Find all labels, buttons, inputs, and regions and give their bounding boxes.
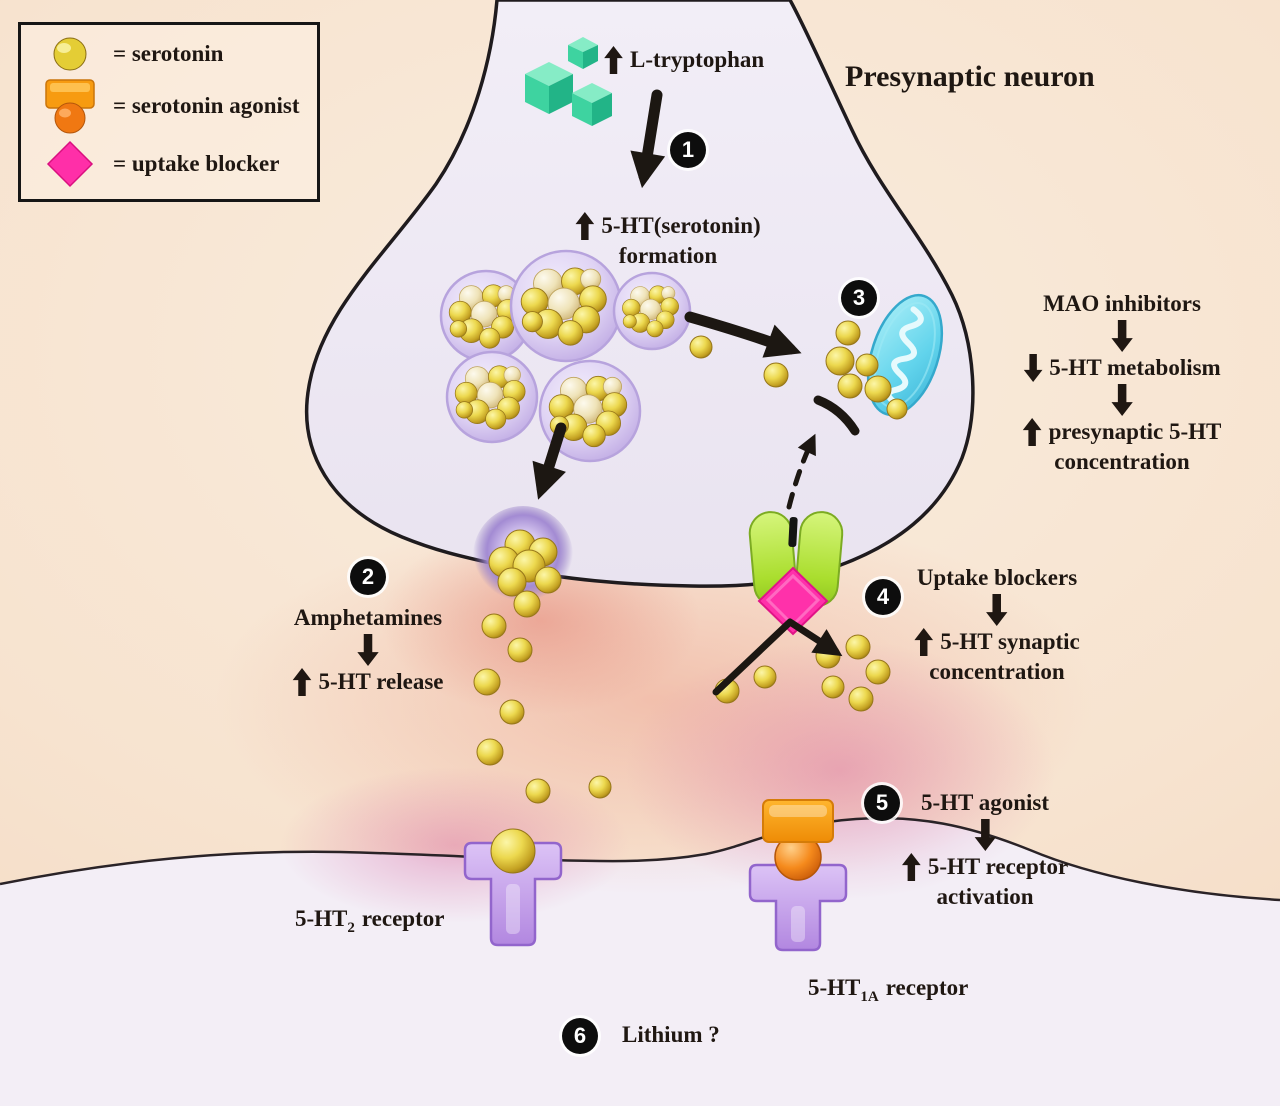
down-arrow-icon [1023, 353, 1043, 382]
label-formation: 5-HT(serotonin) formation [575, 212, 761, 270]
synaptic-vesicle [445, 350, 539, 444]
label-uptake-block: Uptake blockers 5-HT synaptic concentrat… [914, 564, 1080, 685]
page-title: Presynaptic neuron [845, 60, 1095, 93]
arrow-reuptake-dashed [786, 433, 816, 510]
label-mao-effect1: 5-HT metabolism [1049, 354, 1221, 380]
up-arrow-icon [902, 852, 921, 881]
synaptic-vesicle [538, 359, 642, 463]
label-agonist-block: 5-HT agonist 5-HT receptor activation [902, 789, 1068, 910]
release-site-vesicle [473, 506, 573, 606]
ht2-receptor-shape [463, 841, 563, 947]
label-mao-title: MAO inhibitors [1043, 291, 1201, 316]
step-badge-2: 2 [350, 559, 386, 595]
down-arrow-icon [1111, 383, 1133, 416]
up-arrow-icon [292, 667, 312, 696]
step-badge-5: 5 [864, 785, 900, 821]
legend-box: = serotonin = serotonin agonist = uptake… [18, 22, 320, 202]
label-agonist-effect2: activation [936, 883, 1034, 909]
step-badge-1: 1 [670, 132, 706, 168]
down-arrow-icon [357, 633, 379, 666]
label-agonist-effect1: 5-HT receptor [927, 853, 1069, 879]
label-uptake-effect1: 5-HT synaptic [940, 628, 1080, 654]
label-uptake-effect2: concentration [929, 658, 1065, 684]
legend-label-serotonin: = serotonin [113, 40, 224, 66]
label-l-tryptophan: L-tryptophan [604, 46, 764, 74]
label-mao-effect2a: presynaptic 5-HT [1048, 418, 1222, 444]
up-arrow-icon [1022, 417, 1042, 446]
label-mao-effect2b: concentration [1054, 448, 1190, 474]
postsynaptic-membrane [0, 816, 1280, 902]
legend-label-agonist: = serotonin agonist [113, 92, 300, 118]
down-arrow-icon [1111, 319, 1133, 352]
ht1a-receptor-shape [748, 863, 848, 952]
legend-item-agonist: = serotonin agonist [41, 76, 311, 136]
label-amphetamines: Amphetamines [293, 605, 443, 630]
arrow-vesicle-to-release [532, 422, 567, 500]
up-arrow-icon [575, 212, 595, 240]
label-amphetamines-block: Amphetamines 5-HT release [292, 604, 444, 696]
arrow-tryptophan-to-formation [630, 89, 666, 189]
label-uptake-title: Uptake blockers [916, 565, 1078, 590]
serotonin-ball-on-ht2 [490, 828, 536, 874]
legend-label-blocker: = uptake blocker [113, 151, 280, 177]
label-agonist-title: 5-HT agonist [920, 790, 1050, 815]
l-tryptophan-cubes [525, 37, 612, 126]
synaptic-vesicle [612, 271, 692, 351]
step-badge-3: 3 [841, 280, 877, 316]
serotonin-pool-balls [689, 320, 908, 420]
step-badge-6: 6 [562, 1018, 598, 1054]
arrow-vesicle-to-mitochondrion [684, 311, 802, 358]
uptake-blocker-icon [41, 139, 99, 189]
label-lithium: Lithium ? [622, 1022, 720, 1047]
up-arrow-icon [914, 627, 934, 656]
step-badge-4: 4 [865, 579, 901, 615]
up-arrow-icon [604, 46, 623, 74]
serotonin-agonist-icon [41, 76, 99, 136]
serotonin-trail-balls [473, 590, 891, 804]
reuptake-block-bar [813, 395, 860, 436]
synaptic-vesicles [439, 249, 692, 463]
serotonin-agonist-block [762, 799, 834, 843]
legend-item-serotonin: = serotonin [41, 35, 311, 73]
down-arrow-icon [986, 593, 1008, 626]
serotonin-ball-icon [41, 35, 99, 73]
label-ht-release: 5-HT release [318, 668, 444, 694]
legend-item-blocker: = uptake blocker [41, 139, 311, 189]
down-arrow-icon [974, 818, 996, 851]
label-mao-block: MAO inhibitors 5-HT metabolism presynapt… [1022, 290, 1222, 475]
arrow-blocked-reuptake-bounce [712, 618, 843, 696]
